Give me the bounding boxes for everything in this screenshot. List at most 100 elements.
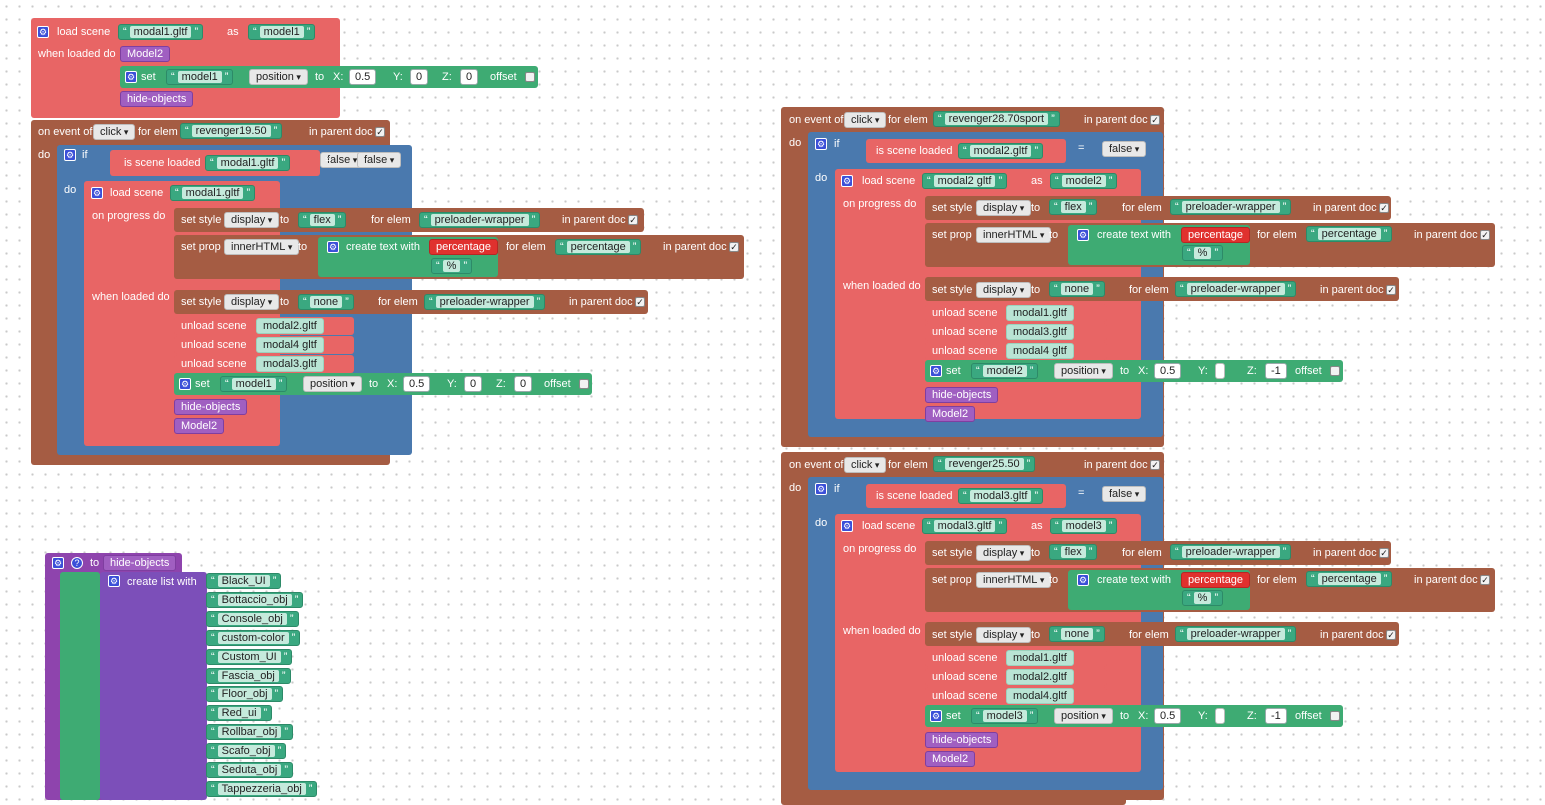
text-value[interactable]: Bottaccio_obj (217, 593, 292, 606)
checkbox-icon[interactable] (1330, 711, 1340, 721)
list-item-text[interactable]: “Floor_obj” (206, 686, 284, 703)
text-value[interactable]: flex (309, 214, 335, 226)
hide-block[interactable] (60, 572, 100, 800)
checkbox-icon[interactable]: ✓ (1379, 203, 1389, 213)
text-value[interactable]: none (309, 296, 343, 308)
text-value[interactable]: modal2 gltf (933, 175, 996, 187)
x-input[interactable]: 0.5 (403, 376, 431, 392)
text-literal[interactable]: “none” (298, 294, 354, 310)
list-item-text[interactable]: “Custom_UI” (206, 648, 293, 665)
percentage-variable[interactable]: percentage (1181, 227, 1251, 243)
text-value[interactable]: revenger19.50 (191, 125, 271, 137)
text-value[interactable]: model2 (1061, 175, 1106, 187)
text-value[interactable]: Scafo_obj (217, 745, 275, 758)
text-literal[interactable]: “preloader-wrapper” (424, 294, 546, 310)
gear-icon[interactable]: ⚙ (1077, 574, 1089, 586)
list-item-text[interactable]: “Rollbar_obj” (206, 724, 293, 741)
text-literal[interactable]: “preloader-wrapper” (1175, 626, 1297, 642)
text-literal[interactable]: “model1” (166, 69, 234, 85)
text-value[interactable]: modal1.gltf (129, 26, 192, 38)
text-literal[interactable]: modal1.gltf (1006, 305, 1074, 321)
text-literal[interactable]: “modal1.gltf” (170, 185, 256, 201)
gear-icon[interactable]: ⚙ (841, 175, 853, 187)
text-value[interactable]: preloader-wrapper (1186, 628, 1285, 640)
percentage-variable[interactable]: percentage (1181, 572, 1251, 588)
text-value[interactable]: preloader-wrapper (435, 296, 534, 308)
text-literal[interactable]: “none” (1049, 281, 1105, 297)
text-literal[interactable]: “percentage” (1306, 571, 1393, 587)
list-item-text[interactable]: “Scafo_obj” (206, 743, 287, 760)
checkbox-icon[interactable]: ✓ (1386, 285, 1396, 295)
style-dropdown[interactable]: display (976, 282, 1032, 298)
text-value[interactable]: none (1060, 283, 1094, 295)
x-input[interactable]: 0.5 (349, 69, 377, 85)
style-dropdown[interactable]: display (976, 545, 1032, 561)
z-input[interactable]: 0 (460, 69, 479, 85)
variable-model2[interactable]: Model2 (925, 406, 976, 422)
text-literal[interactable]: “revenger19.50” (180, 123, 283, 139)
text-literal[interactable]: “%” (1182, 245, 1224, 261)
text-literal[interactable]: “flex” (1049, 544, 1098, 560)
list-item-text[interactable]: “Fascia_obj” (206, 667, 291, 684)
text-value[interactable]: Custom_UI (217, 650, 281, 663)
false-dropdown[interactable]: false (357, 152, 402, 168)
checkbox-icon[interactable]: ✓ (1150, 460, 1160, 470)
text-value[interactable]: flex (1060, 546, 1086, 558)
text-value[interactable]: modal2.gltf (969, 145, 1032, 157)
text-literal[interactable]: “preloader-wrapper” (1170, 544, 1292, 560)
call-hide-objects[interactable]: hide-objects (925, 387, 999, 403)
text-value[interactable]: Tappezzeria_obj (217, 782, 306, 795)
list-item-text[interactable]: “Red_ui” (206, 705, 273, 722)
procedure-name[interactable]: hide-objects (103, 555, 177, 571)
text-literal[interactable]: “model3” (971, 708, 1039, 724)
position-dropdown[interactable]: position (1054, 708, 1113, 724)
text-literal[interactable]: “model1” (220, 376, 288, 392)
text-value[interactable]: Floor_obj (217, 688, 272, 701)
text-value[interactable]: preloader-wrapper (1186, 283, 1285, 295)
text-literal[interactable]: modal2.gltf (1006, 669, 1074, 685)
variable-model2[interactable]: Model2 (120, 46, 171, 62)
text-literal[interactable]: modal4 gltf (1006, 343, 1074, 359)
list-item-text[interactable]: “Seduta_obj” (206, 762, 294, 778)
y-input[interactable]: 0 (410, 69, 429, 85)
false-dropdown[interactable]: false (1102, 486, 1147, 502)
checkbox-icon[interactable]: ✓ (375, 127, 385, 137)
checkbox-icon[interactable]: ✓ (1480, 575, 1490, 585)
text-literal[interactable]: “modal2.gltf” (958, 143, 1044, 159)
false-dropdown[interactable]: false (1102, 141, 1147, 157)
event-dropdown[interactable]: click (844, 112, 887, 128)
variable-model2[interactable]: Model2 (925, 751, 976, 767)
gear-icon[interactable]: ⚙ (327, 241, 339, 253)
text-literal[interactable]: “flex” (298, 212, 347, 228)
text-value[interactable]: Red_ui (217, 707, 261, 720)
text-value[interactable]: modal1.gltf (181, 187, 244, 199)
variable-model2[interactable]: Model2 (174, 418, 225, 434)
text-literal[interactable]: modal4 gltf (256, 337, 324, 353)
y-input[interactable]: 0 (464, 376, 483, 392)
style-dropdown[interactable]: display (976, 627, 1032, 643)
text-value[interactable]: model1 (231, 378, 276, 390)
y-input[interactable] (1215, 363, 1225, 379)
text-literal[interactable]: modal3.gltf (256, 356, 324, 372)
text-value[interactable]: preloader-wrapper (1181, 201, 1280, 213)
gear-icon[interactable]: ⚙ (108, 575, 120, 587)
text-literal[interactable]: “model2” (1050, 173, 1118, 189)
style-dropdown[interactable]: display (224, 212, 280, 228)
gear-icon[interactable]: ⚙ (64, 149, 76, 161)
text-value[interactable]: none (1060, 628, 1094, 640)
text-value[interactable]: modal1.gltf (216, 157, 279, 169)
text-value[interactable]: modal3.gltf (933, 520, 996, 532)
gear-icon[interactable]: ⚙ (125, 71, 137, 83)
gear-icon[interactable]: ⚙ (91, 187, 103, 199)
call-hide-objects[interactable]: hide-objects (120, 91, 194, 107)
position-dropdown[interactable]: position (303, 376, 362, 392)
text-value[interactable]: % (1193, 247, 1212, 259)
text-literal[interactable]: modal2.gltf (256, 318, 324, 334)
call-hide-objects[interactable]: hide-objects (925, 732, 999, 748)
checkbox-icon[interactable]: ✓ (628, 215, 638, 225)
y-input[interactable] (1215, 708, 1225, 724)
gear-icon[interactable]: ⚙ (179, 378, 191, 390)
text-value[interactable]: Console_obj (217, 612, 287, 625)
event-dropdown[interactable]: click (844, 457, 887, 473)
